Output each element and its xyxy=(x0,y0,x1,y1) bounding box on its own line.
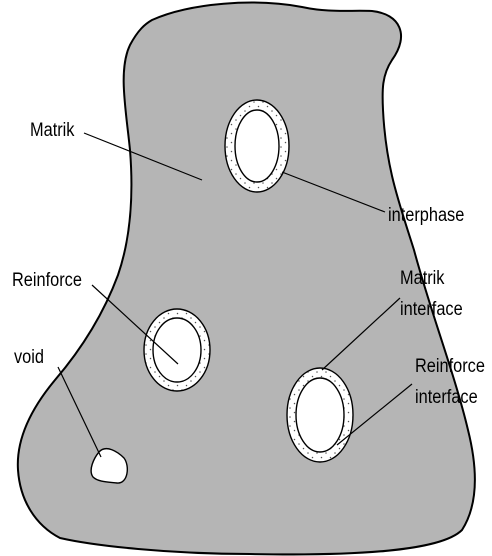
particle-top xyxy=(225,100,289,192)
particle-right xyxy=(287,368,353,462)
reinforce-interface-label-line2: interface xyxy=(415,387,478,409)
void-label: void xyxy=(14,347,44,369)
interphase-label: interphase xyxy=(388,205,464,227)
matrik-label: Matrik xyxy=(30,120,74,142)
particle-left xyxy=(144,309,210,391)
reinforce-interface-label-line1: Reinforce xyxy=(415,356,485,378)
reinforce-label: Reinforce xyxy=(12,270,82,292)
matrik-interface-label-line1: Matrik xyxy=(400,268,444,290)
matrik-interface-label-line2: interface xyxy=(400,299,463,321)
